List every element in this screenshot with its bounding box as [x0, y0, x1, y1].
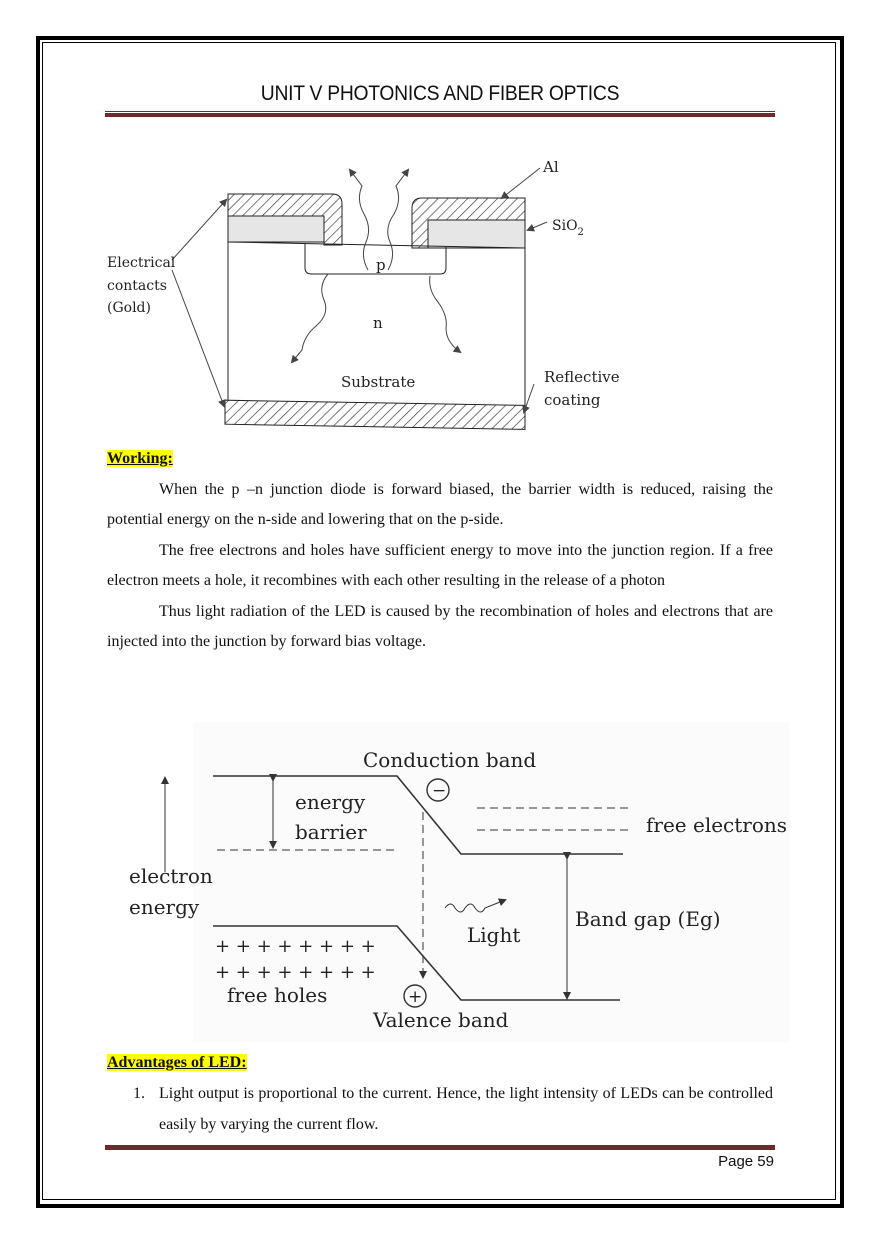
- list-item-number: 1.: [133, 1085, 145, 1102]
- label-reflective-2: coating: [544, 391, 601, 409]
- label-electron-energy-1: electron: [129, 864, 213, 888]
- led-structure-diagram: Al SiO2 Electrical contacts (Gold) p n S…: [107, 158, 620, 430]
- label-free-electrons: free electrons: [646, 813, 787, 837]
- holes-row-1: + + + + + + + +: [215, 936, 376, 957]
- label-sio2: SiO2: [552, 218, 584, 238]
- label-contacts-2: contacts: [107, 278, 167, 294]
- label-valence-band: Valence band: [372, 1008, 509, 1032]
- label-contacts-3: (Gold): [107, 300, 151, 316]
- advantages-heading-block: Advantages of LED:: [107, 1048, 773, 1079]
- label-conduction-band: Conduction band: [363, 748, 536, 772]
- hole-symbol: +: [408, 987, 422, 1007]
- working-section: Working: When the p –n junction diode is…: [107, 444, 773, 658]
- label-n: n: [373, 314, 383, 332]
- page-header-title: UNIT V PHOTONICS AND FIBER OPTICS: [260, 82, 620, 105]
- page-border: [36, 36, 844, 1208]
- list-item: 1. Light output is proportional to the c…: [107, 1079, 773, 1140]
- working-paragraph: When the p –n junction diode is forward …: [107, 480, 773, 529]
- label-electron-energy-2: energy: [129, 895, 200, 919]
- list-item-text: Light output is proportional to the curr…: [159, 1085, 773, 1133]
- label-light: Light: [467, 923, 520, 947]
- working-paragraph: Thus light radiation of the LED is cause…: [107, 602, 773, 651]
- working-paragraph: The free electrons and holes have suffic…: [107, 541, 773, 590]
- label-p: p: [376, 256, 386, 274]
- label-reflective-1: Reflective: [544, 368, 620, 386]
- label-substrate: Substrate: [341, 373, 415, 391]
- working-heading: Working:: [107, 450, 173, 467]
- page-border-inner: [42, 42, 836, 1200]
- electron-symbol: −: [432, 781, 446, 801]
- energy-band-diagram: − + Conduction band energy barrier free …: [129, 722, 790, 1042]
- footer-rule: [105, 1144, 775, 1150]
- advantages-heading: Advantages of LED:: [107, 1054, 247, 1071]
- label-contacts-1: Electrical: [107, 255, 176, 271]
- label-al: Al: [542, 158, 559, 176]
- label-free-holes: free holes: [227, 983, 327, 1007]
- label-energy-barrier-1: energy: [295, 790, 366, 814]
- label-band-gap: Band gap (Eg): [575, 907, 721, 931]
- header-rule: [105, 111, 775, 117]
- page-number: Page 59: [718, 1153, 774, 1170]
- label-energy-barrier-2: barrier: [295, 820, 367, 844]
- holes-row-2: + + + + + + + +: [215, 962, 376, 983]
